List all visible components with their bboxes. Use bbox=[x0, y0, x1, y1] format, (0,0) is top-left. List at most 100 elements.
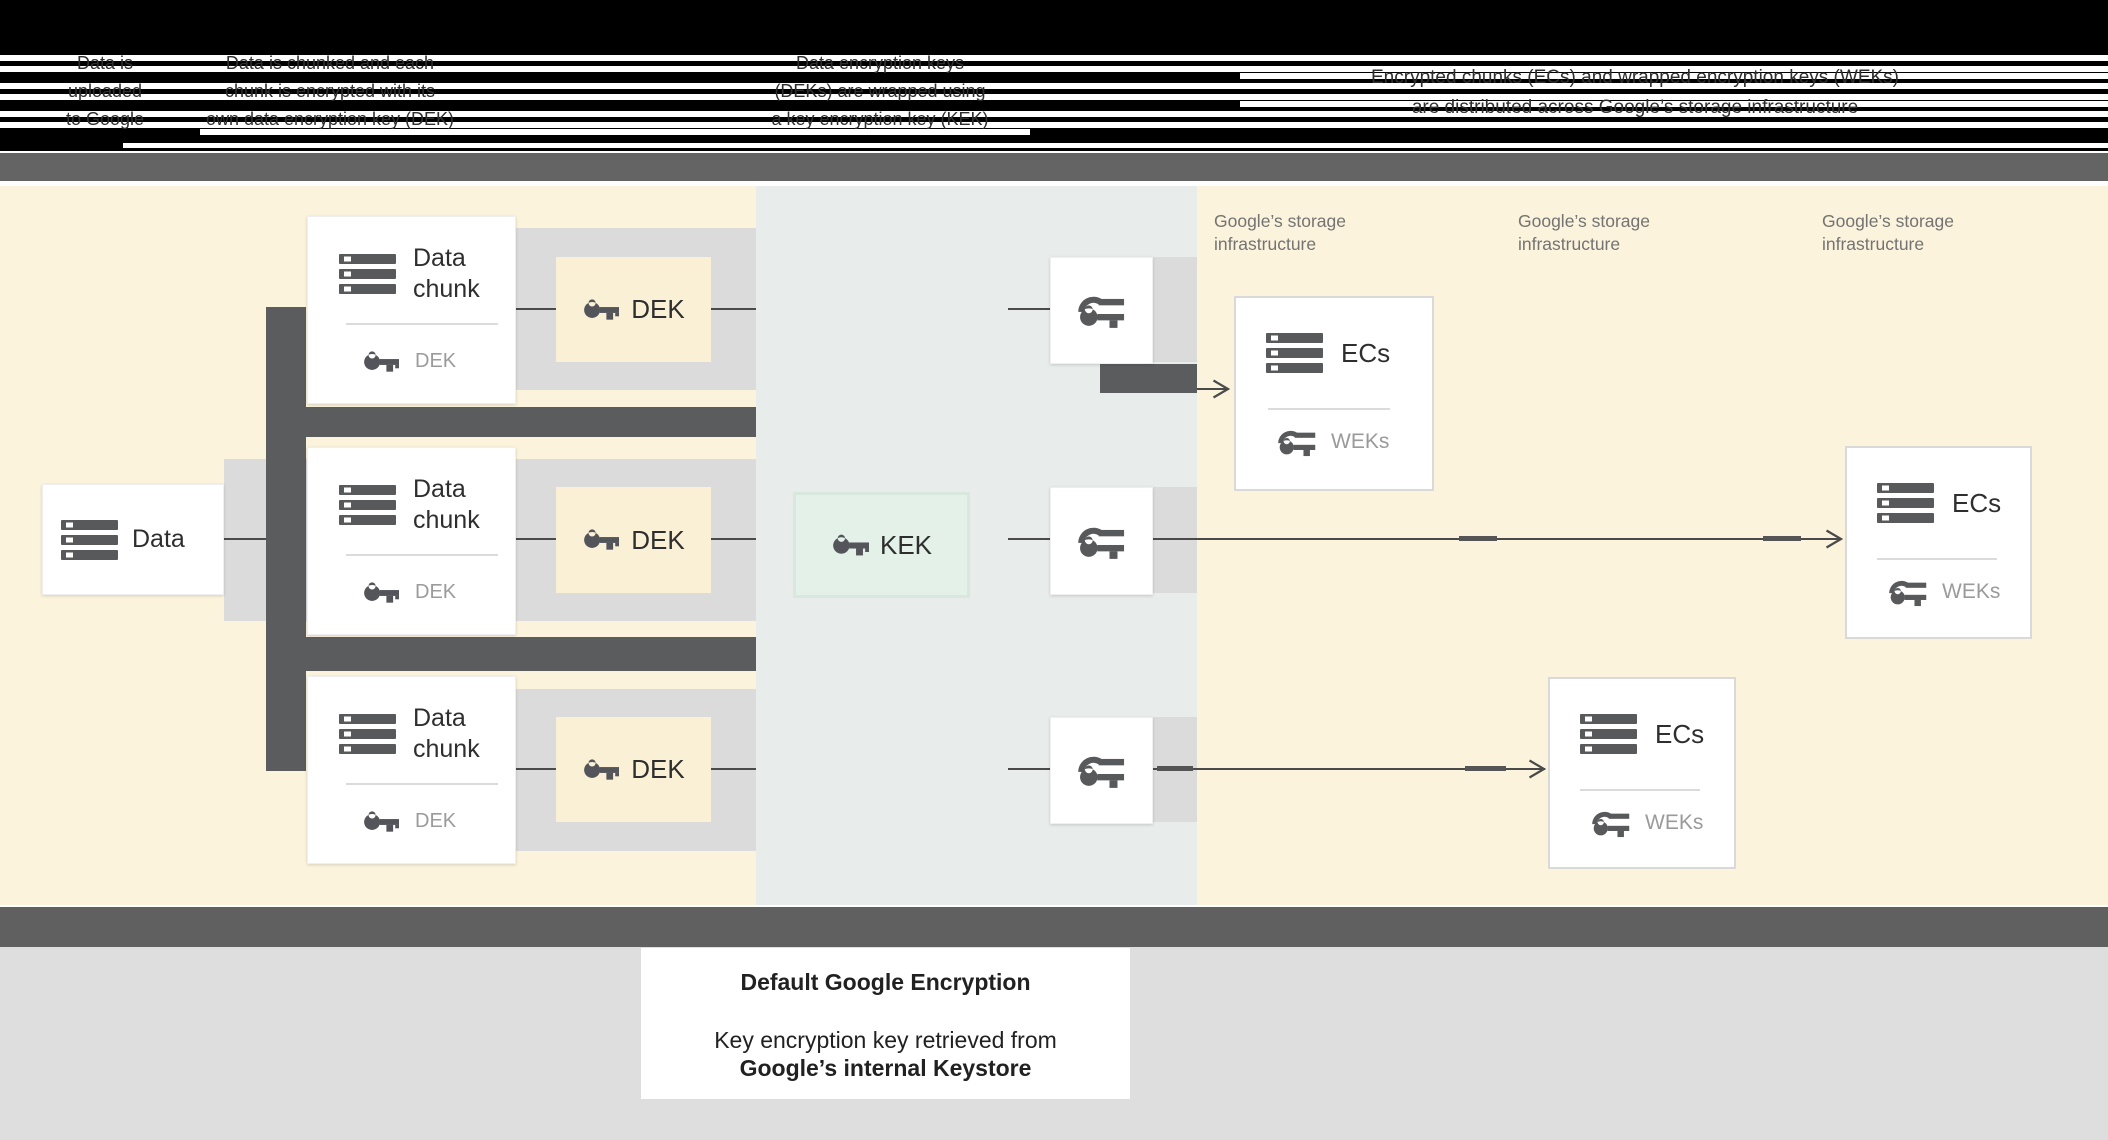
line-artifact bbox=[1763, 536, 1801, 541]
wrapped-key-icon bbox=[1078, 752, 1125, 789]
header-sliver bbox=[0, 94, 2108, 100]
ecs-title-row: ECs bbox=[1580, 710, 1704, 758]
dek-box-2: DEK bbox=[556, 487, 711, 593]
arrow-line-ec3 bbox=[1151, 768, 1545, 770]
storage-label-line: Google’s storage bbox=[1518, 211, 1650, 231]
header-step-4-line: Encrypted chunks (ECs) and wrapped encry… bbox=[1371, 67, 1899, 88]
key-icon bbox=[831, 534, 869, 557]
kek-box-label: KEK bbox=[879, 529, 933, 560]
chunk-title: Data chunk bbox=[413, 703, 480, 765]
dek-box-label: DEK bbox=[631, 754, 685, 784]
header-sliver bbox=[0, 83, 2108, 89]
header-sliver bbox=[0, 66, 2108, 72]
chunk-title-line: chunk bbox=[413, 735, 480, 763]
caption-gap bbox=[641, 995, 1130, 1026]
chunk-title-line: Data bbox=[413, 475, 466, 503]
wrapped-key-icon bbox=[1592, 807, 1630, 839]
line-artifact bbox=[1459, 536, 1497, 541]
dek-box-label: DEK bbox=[631, 524, 685, 555]
connector-line bbox=[514, 308, 556, 310]
chunk-title-row: Data chunk bbox=[339, 474, 480, 536]
connector-line bbox=[514, 768, 556, 770]
ecs-title-row: ECs bbox=[1266, 329, 1390, 377]
chunk-title-line: chunk bbox=[413, 506, 480, 534]
weks-label: WEKs bbox=[1331, 430, 1390, 453]
box-divider bbox=[346, 323, 498, 325]
caption-subtitle-line2: Google’s internal Keystore bbox=[739, 1055, 1032, 1081]
storage-label-3: Google’s storage infrastructure bbox=[1822, 210, 2032, 256]
connector-line bbox=[224, 538, 266, 540]
box-divider bbox=[1580, 789, 1700, 791]
caption-title: Default Google Encryption bbox=[740, 969, 1031, 995]
ecs-label: ECs bbox=[1952, 487, 2002, 518]
data-chunk-box-2: Data chunk DEK bbox=[307, 447, 516, 635]
row-separator-2 bbox=[266, 637, 756, 671]
dek-box-1: DEK bbox=[556, 257, 711, 362]
arrowhead-icon bbox=[1528, 759, 1546, 779]
wrapped-key-icon bbox=[1889, 576, 1927, 608]
box-divider bbox=[346, 554, 498, 556]
ecs-box-2: ECs WEKs bbox=[1845, 446, 2032, 639]
line-artifact bbox=[1465, 766, 1506, 771]
data-stack-icon bbox=[1877, 479, 1934, 527]
chunk-dek-label: DEK bbox=[415, 350, 457, 372]
data-stack-icon bbox=[1266, 329, 1323, 377]
header-sliver bbox=[123, 143, 2108, 148]
data-chunk-box-3: Data chunk DEK bbox=[307, 676, 516, 864]
header-step-4: Encrypted chunks (ECs) and wrapped encry… bbox=[1295, 63, 1975, 123]
header-step-3-line: (DEKs) are wrapped using bbox=[774, 81, 986, 101]
chunk-title-row: Data chunk bbox=[339, 703, 480, 765]
box-divider bbox=[1877, 558, 1997, 560]
ecs-weks-row: WEKs bbox=[1592, 807, 1703, 839]
connector-line bbox=[711, 308, 756, 310]
connector-line bbox=[1008, 308, 1050, 310]
header-step-1: Data is uploaded to Google bbox=[5, 49, 205, 133]
weks-label: WEKs bbox=[1942, 580, 2001, 603]
top-divider-bar bbox=[0, 153, 2108, 181]
key-icon bbox=[582, 529, 619, 551]
bottom-divider-bar bbox=[0, 907, 2108, 947]
connector-line bbox=[1008, 538, 1050, 540]
arrow-line-ec1 bbox=[1197, 388, 1227, 390]
storage-label-2: Google’s storage infrastructure bbox=[1518, 210, 1728, 256]
row-separator-1 bbox=[266, 407, 756, 437]
wrapped-key-icon bbox=[1078, 523, 1125, 560]
header-sliver bbox=[1240, 73, 2108, 79]
ecs-label: ECs bbox=[1341, 337, 1391, 368]
connector-line bbox=[514, 538, 556, 540]
chunk-title-row: Data chunk bbox=[339, 243, 480, 305]
header-sliver bbox=[200, 129, 1030, 135]
data-stack-icon bbox=[339, 485, 396, 525]
header-sliver bbox=[0, 111, 2108, 117]
dek-box-label: DEK bbox=[631, 294, 685, 324]
chunk-dek-row: DEK bbox=[362, 810, 456, 833]
line-artifact bbox=[1157, 766, 1193, 771]
chunk-dek-row: DEK bbox=[362, 581, 456, 604]
data-box-label: Data bbox=[132, 525, 185, 553]
chunk-dek-row: DEK bbox=[362, 350, 456, 373]
data-box: Data bbox=[42, 484, 224, 595]
caption-subtitle-line1: Key encryption key retrieved from bbox=[714, 1027, 1057, 1053]
header-sliver bbox=[0, 55, 2108, 61]
wrapped-key-box-2 bbox=[1050, 487, 1153, 595]
wrapped-key-icon bbox=[1278, 426, 1316, 458]
chunk-title: Data chunk bbox=[413, 243, 480, 305]
key-icon bbox=[582, 299, 619, 321]
header-step-4-line: are distributed across Google’s storage … bbox=[1411, 97, 1859, 118]
ecs-weks-row: WEKs bbox=[1278, 426, 1389, 458]
key-icon bbox=[582, 759, 619, 781]
header-sliver bbox=[0, 122, 2108, 128]
header-step-2-line: own data encryption key (DEK) bbox=[205, 109, 455, 129]
arrowhead-icon bbox=[1212, 379, 1230, 399]
data-stack-icon bbox=[61, 520, 118, 560]
wrapped-key-icon bbox=[1078, 292, 1125, 329]
key-icon bbox=[362, 351, 399, 373]
header-step-2: Data is chunked and each chunk is encryp… bbox=[185, 49, 475, 133]
ecs-weks-row: WEKs bbox=[1889, 576, 2000, 608]
header-step-2-line: Data is chunked and each bbox=[225, 53, 435, 73]
connector-line bbox=[711, 768, 756, 770]
ecs-box-3: ECs WEKs bbox=[1548, 677, 1736, 869]
chunk-dek-label: DEK bbox=[415, 581, 457, 603]
header-step-2-line: chunk is encrypted with its bbox=[224, 81, 436, 101]
data-chunk-box-1: Data chunk DEK bbox=[307, 216, 516, 404]
